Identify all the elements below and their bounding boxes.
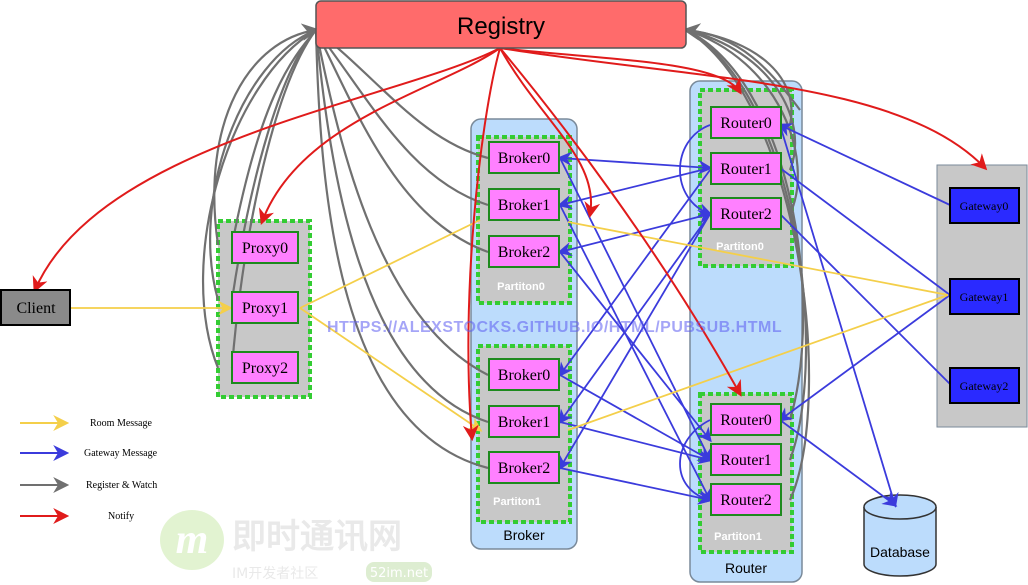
notify-edges — [32, 47, 988, 442]
database-icon — [863, 494, 937, 577]
router-label: Router1 — [720, 452, 772, 469]
proxy-label: Proxy1 — [242, 300, 288, 317]
legend-label: Register & Watch — [86, 480, 157, 491]
gateway-node: Gateway0 — [949, 187, 1020, 224]
gateway-node: Gateway2 — [949, 367, 1020, 404]
registry-label: Registry — [457, 13, 545, 40]
broker-node: Broker1 — [488, 188, 560, 221]
broker-node: Broker2 — [488, 451, 560, 484]
gateway-label: Gateway0 — [960, 199, 1009, 213]
gateway-node: Gateway1 — [949, 278, 1020, 315]
legend-label: Gateway Message — [84, 448, 158, 459]
watermark-site: 52im.net — [370, 566, 428, 581]
router-node: Router0 — [710, 106, 782, 139]
legend-label: Notify — [108, 511, 134, 522]
gateway-label: Gateway2 — [960, 379, 1009, 393]
proxy-label: Proxy2 — [242, 360, 288, 377]
broker-node: Broker1 — [488, 405, 560, 438]
proxy-node: Proxy0 — [231, 231, 299, 264]
proxy-node: Proxy2 — [231, 351, 299, 384]
client-node — [0, 289, 71, 326]
proxy-node: Proxy1 — [231, 291, 299, 324]
broker-partition-0-label: Partiton0 — [497, 281, 545, 293]
proxy-label: Proxy0 — [242, 240, 288, 257]
broker-label: Broker1 — [498, 414, 550, 431]
broker-group-label: Broker — [503, 527, 545, 543]
router-label: Router0 — [720, 412, 772, 429]
legend: Room Message Gateway Message Register & … — [20, 415, 158, 524]
legend-label: Room Message — [90, 418, 153, 429]
router-partition-0-label: Partiton0 — [716, 241, 764, 253]
client-label: Client — [16, 300, 56, 317]
logo-mark-icon — [160, 510, 224, 570]
router-node: Router2 — [710, 483, 782, 516]
watermark-sub: IM开发者社区 — [232, 566, 318, 582]
broker-label: Broker0 — [498, 367, 550, 384]
broker-partition-1-label: Partiton1 — [493, 496, 541, 508]
broker-label: Broker0 — [498, 150, 550, 167]
router-node: Router1 — [710, 443, 782, 476]
router-node: Router2 — [710, 197, 782, 230]
router-group-label: Router — [725, 560, 767, 576]
router-partition-1-label: Partiton1 — [714, 531, 762, 543]
watermark-site-badge — [366, 562, 432, 582]
broker-label: Broker2 — [498, 460, 550, 477]
room-message-edges — [70, 219, 949, 432]
router-label: Router1 — [720, 161, 772, 178]
broker-label: Broker2 — [498, 244, 550, 261]
router-label: Router2 — [720, 492, 772, 509]
broker-node: Broker0 — [488, 358, 560, 391]
router-node: Router0 — [710, 403, 782, 436]
broker-label: Broker1 — [498, 197, 550, 214]
gateway-label: Gateway1 — [960, 290, 1009, 304]
registry-node — [315, 0, 687, 49]
watermark-url: HTTPS://ALEXSTOCKS.GITHUB.IO/HTML/PUBSUB… — [327, 319, 782, 336]
watermark-logo: m 即时通讯网 IM开发者社区 52im.net — [160, 510, 432, 582]
broker-node: Broker0 — [488, 141, 560, 174]
database-label: Database — [870, 544, 930, 560]
broker-node: Broker2 — [488, 235, 560, 268]
watermark-brand: 即时通讯网 — [232, 517, 402, 557]
router-label: Router2 — [720, 206, 772, 223]
router-node: Router1 — [710, 152, 782, 185]
logo-letter: m — [176, 517, 209, 563]
router-label: Router0 — [720, 115, 772, 132]
